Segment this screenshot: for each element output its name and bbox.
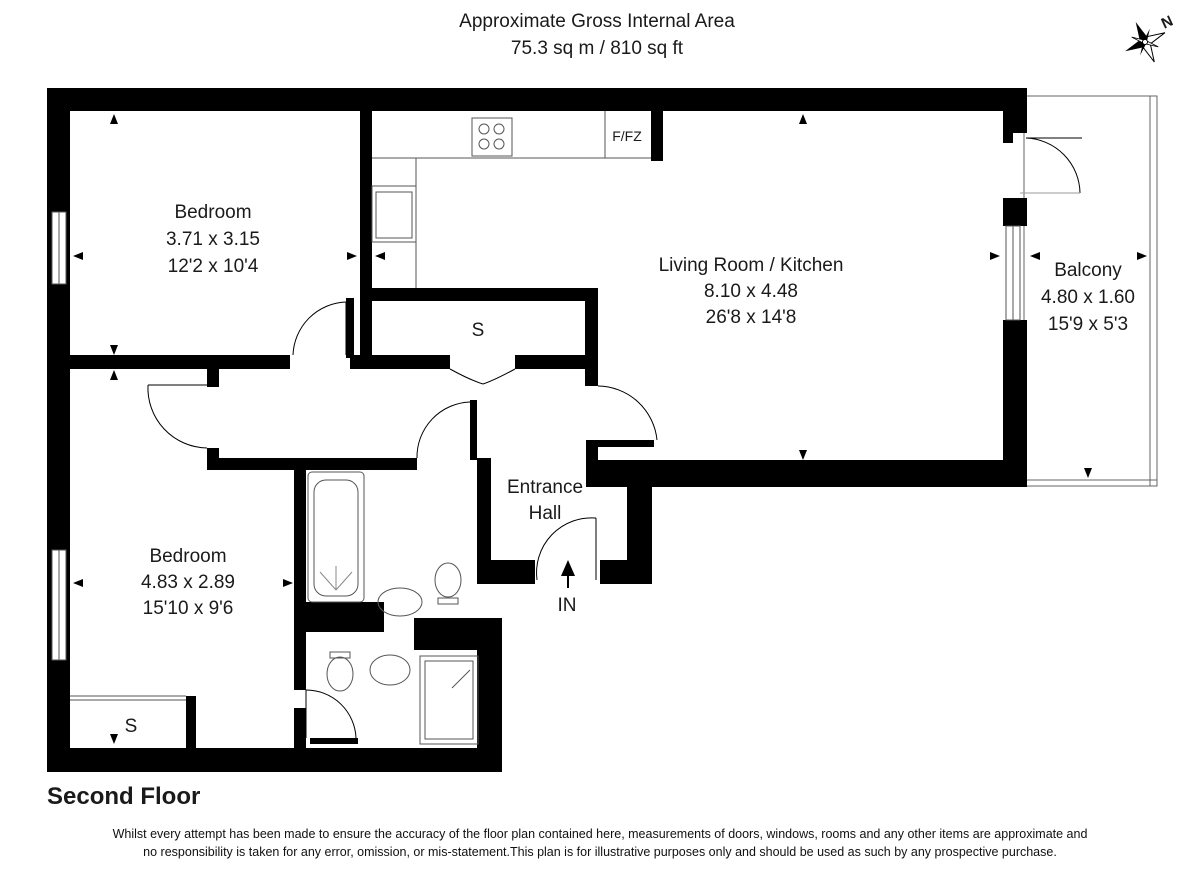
- bedroom-2-name: Bedroom: [149, 546, 226, 567]
- living-imperial: 26'8 x 14'8: [706, 307, 797, 328]
- windows: [51, 211, 1021, 661]
- hall-name-line1: Entrance: [507, 477, 583, 498]
- fridge-label: F/FZ: [612, 128, 642, 144]
- balcony-metric: 4.80 x 1.60: [1041, 287, 1135, 308]
- floor-label: Second Floor: [47, 783, 200, 810]
- door-swings: [147, 137, 1082, 739]
- room-bedroom-2: Bedroom 4.83 x 2.89 15'10 x 9'6: [141, 546, 235, 619]
- bedroom-2-imperial: 15'10 x 9'6: [143, 598, 234, 619]
- room-bedroom-1: Bedroom 3.71 x 3.15 12'2 x 10'4: [166, 202, 260, 277]
- room-living-kitchen: Living Room / Kitchen 8.10 x 4.48 26'8 x…: [659, 255, 844, 328]
- toilet-icon-2: [326, 656, 354, 692]
- bedroom-1-imperial: 12'2 x 10'4: [168, 256, 259, 277]
- bedroom-1-name: Bedroom: [174, 202, 251, 223]
- outer-walls: [47, 88, 1027, 772]
- area-value: 75.3 sq m / 810 sq ft: [511, 38, 684, 59]
- living-metric: 8.10 x 4.48: [704, 281, 798, 302]
- sink-icon: [375, 191, 413, 239]
- living-name: Living Room / Kitchen: [659, 255, 844, 276]
- bedroom-2-metric: 4.83 x 2.89: [141, 572, 235, 593]
- room-entrance-hall: Entrance Hall: [507, 477, 583, 524]
- compass-rose-icon: [1125, 22, 1166, 63]
- disclaimer-line-1: Whilst every attempt has been made to en…: [112, 827, 1088, 841]
- balcony-imperial: 15'9 x 5'3: [1048, 314, 1128, 335]
- entrance-arrow-icon: [561, 560, 575, 576]
- basin-icon: [377, 587, 423, 617]
- entrance-label: IN: [558, 595, 577, 616]
- area-title: Approximate Gross Internal Area: [459, 11, 735, 32]
- storage-label-2: S: [125, 716, 138, 737]
- balcony-name: Balcony: [1054, 260, 1122, 281]
- bath-icon: [307, 471, 365, 603]
- toilet-icon: [434, 562, 462, 598]
- bathroom-fixtures: [307, 471, 479, 745]
- hall-name-line2: Hall: [529, 503, 562, 524]
- compass-north-label: N: [1159, 12, 1176, 32]
- room-balcony: Balcony 4.80 x 1.60 15'9 x 5'3: [1041, 260, 1135, 335]
- wardrobe: [70, 695, 186, 701]
- balcony-outline: [1023, 95, 1158, 487]
- dimension-arrows: [73, 114, 1147, 744]
- disclaimer-line-2: no responsibility is taken for any error…: [143, 845, 1057, 859]
- basin-icon-2: [369, 654, 411, 686]
- shower-icon: [419, 655, 479, 745]
- storage-label-1: S: [472, 320, 485, 341]
- interior-walls: [70, 111, 1013, 748]
- kitchen-counters: [371, 111, 651, 288]
- hob-icon: [471, 117, 513, 157]
- bedroom-1-metric: 3.71 x 3.15: [166, 229, 260, 250]
